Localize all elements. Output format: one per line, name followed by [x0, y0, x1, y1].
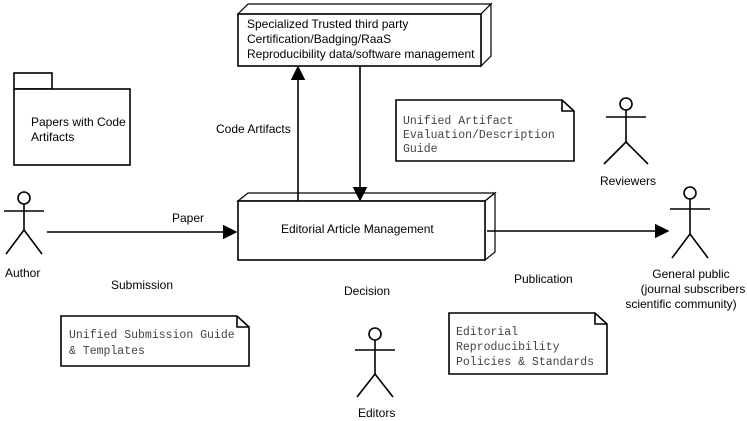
- artifact-guide-line-1: Unified Artifact: [403, 115, 513, 128]
- third-party-node: Specialized Trusted third party Certific…: [236, 2, 493, 68]
- editorial-management-node: Editorial Article Management: [236, 191, 497, 262]
- third-party-line-1: Specialized Trusted third party: [247, 17, 408, 31]
- editors-label: Editors: [358, 406, 395, 420]
- papers-with-code-line-2: Artifacts: [31, 130, 74, 144]
- editorial-management-label: Editorial Article Management: [281, 222, 434, 236]
- policies-note: Editorial Reproducibility Policies & Sta…: [448, 312, 608, 375]
- policies-line-1: Editorial: [456, 326, 518, 339]
- submission-guide-line-1: Unified Submission Guide: [69, 329, 235, 342]
- author-label: Author: [5, 266, 40, 280]
- paper-label: Paper: [172, 211, 204, 225]
- policies-line-3: Policies & Standards: [456, 356, 594, 369]
- third-party-line-2: Certification/Badging/RaaS: [247, 32, 391, 46]
- editors-actor-icon: [355, 327, 395, 398]
- artifact-guide-line-3: Guide: [403, 143, 438, 156]
- decision-label: Decision: [344, 284, 390, 298]
- general-public-label-2: (journal subscribers: [641, 282, 746, 296]
- code-artifacts-label: Code Artifacts: [216, 122, 291, 136]
- submission-guide-note: Unified Submission Guide & Templates: [60, 315, 250, 367]
- artifact-guide-note: Unified Artifact Evaluation/Description …: [395, 99, 575, 162]
- publication-label: Publication: [514, 272, 573, 286]
- policies-line-2: Reproducibility: [456, 341, 560, 354]
- reviewers-actor-icon: [603, 97, 649, 165]
- author-actor-icon: [4, 191, 44, 255]
- papers-with-code-package: Papers with Code Artifacts: [13, 72, 131, 166]
- submission-label: Submission: [111, 278, 173, 292]
- general-public-actor-icon: [670, 186, 710, 259]
- submission-guide-line-2: & Templates: [69, 345, 145, 358]
- artifact-guide-line-2: Evaluation/Description: [403, 129, 555, 142]
- reviewers-label: Reviewers: [600, 174, 656, 188]
- papers-with-code-line-1: Papers with Code: [31, 115, 126, 129]
- general-public-label-1: General public: [652, 267, 729, 281]
- third-party-line-3: Reproducibility data/software management: [247, 47, 475, 61]
- general-public-label-3: scientific community): [625, 297, 736, 311]
